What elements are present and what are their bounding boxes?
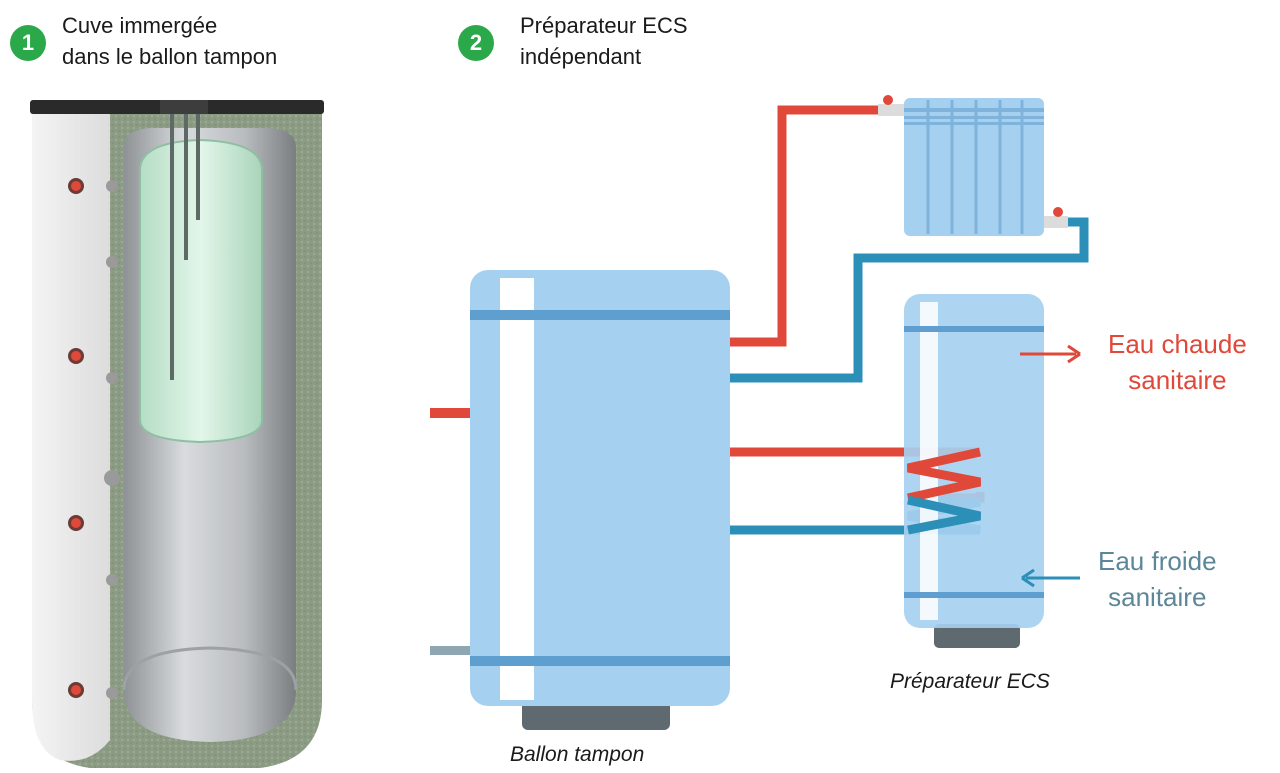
option-2-title: Préparateur ECS indépendant xyxy=(520,13,688,69)
dhw-heater-caption: Préparateur ECS xyxy=(890,670,1050,693)
radiator-icon xyxy=(904,98,1044,236)
hot-inlet-stub xyxy=(430,408,470,418)
option-1-badge: 1 xyxy=(10,25,46,61)
buffer-tank xyxy=(470,270,730,730)
option-2-badge: 2 xyxy=(458,25,494,61)
option-1-title: Cuve immergée dans le ballon tampon xyxy=(62,13,278,69)
grey-outlet-stub xyxy=(430,646,470,655)
dhw-heater xyxy=(904,294,1044,648)
valve-icon xyxy=(878,95,1068,228)
tank-ports xyxy=(68,178,120,699)
cold-water-label: Eau froide sanitaire xyxy=(1098,546,1217,612)
hot-supply-pipe xyxy=(730,105,880,347)
arrow-left-icon xyxy=(1021,568,1080,588)
hot-water-label: Eau chaude sanitaire xyxy=(1108,329,1247,395)
immersed-tank-illustration xyxy=(30,100,324,768)
arrow-right-icon xyxy=(1020,344,1081,364)
buffer-tank-caption: Ballon tampon xyxy=(510,743,645,766)
cold-return-pipe xyxy=(730,217,1089,383)
